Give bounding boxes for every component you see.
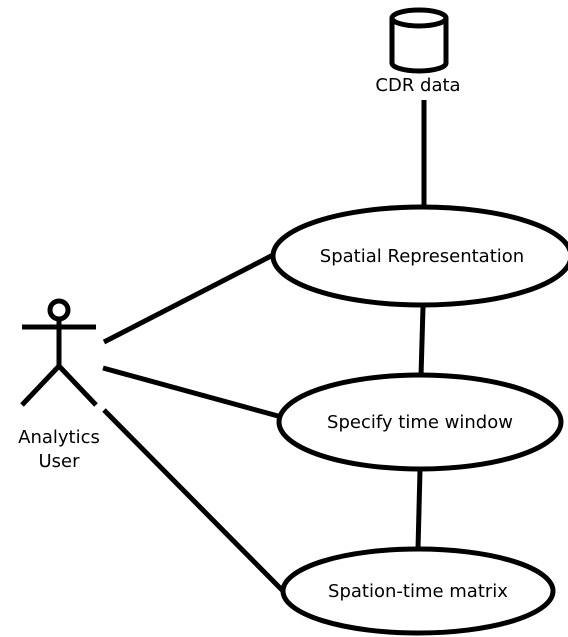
- use-case-spatial-ellipse: [270, 204, 568, 308]
- actor-to-matrix-connector: [102, 408, 286, 594]
- use-case-specify-time-window: Specify time window: [276, 372, 564, 472]
- database-icon: [389, 7, 449, 74]
- database-label: CDR data: [375, 75, 460, 96]
- use-case-time-window-label: Specify time window: [327, 412, 513, 433]
- use-case-spatial-representation: Spatial Representation: [270, 204, 568, 308]
- actor-to-spatial-connector: [102, 252, 275, 345]
- use-case-spatial-label: Spatial Representation: [320, 246, 524, 267]
- spatial-to-time-window-connector: [418, 306, 426, 377]
- actor-icon: [20, 298, 98, 407]
- use-case-matrix-label: Spation-time matrix: [328, 581, 508, 602]
- actor-to-time-window-connector: [102, 365, 279, 419]
- actor-label-line2: User: [38, 451, 80, 472]
- use-case-time-window-ellipse: [276, 372, 564, 472]
- use-case-matrix-ellipse: [280, 546, 556, 636]
- time-window-to-matrix-connector: [415, 469, 423, 550]
- use-case-spation-time-matrix: Spation-time matrix: [280, 546, 556, 636]
- actor-label-line1: Analytics: [18, 427, 100, 448]
